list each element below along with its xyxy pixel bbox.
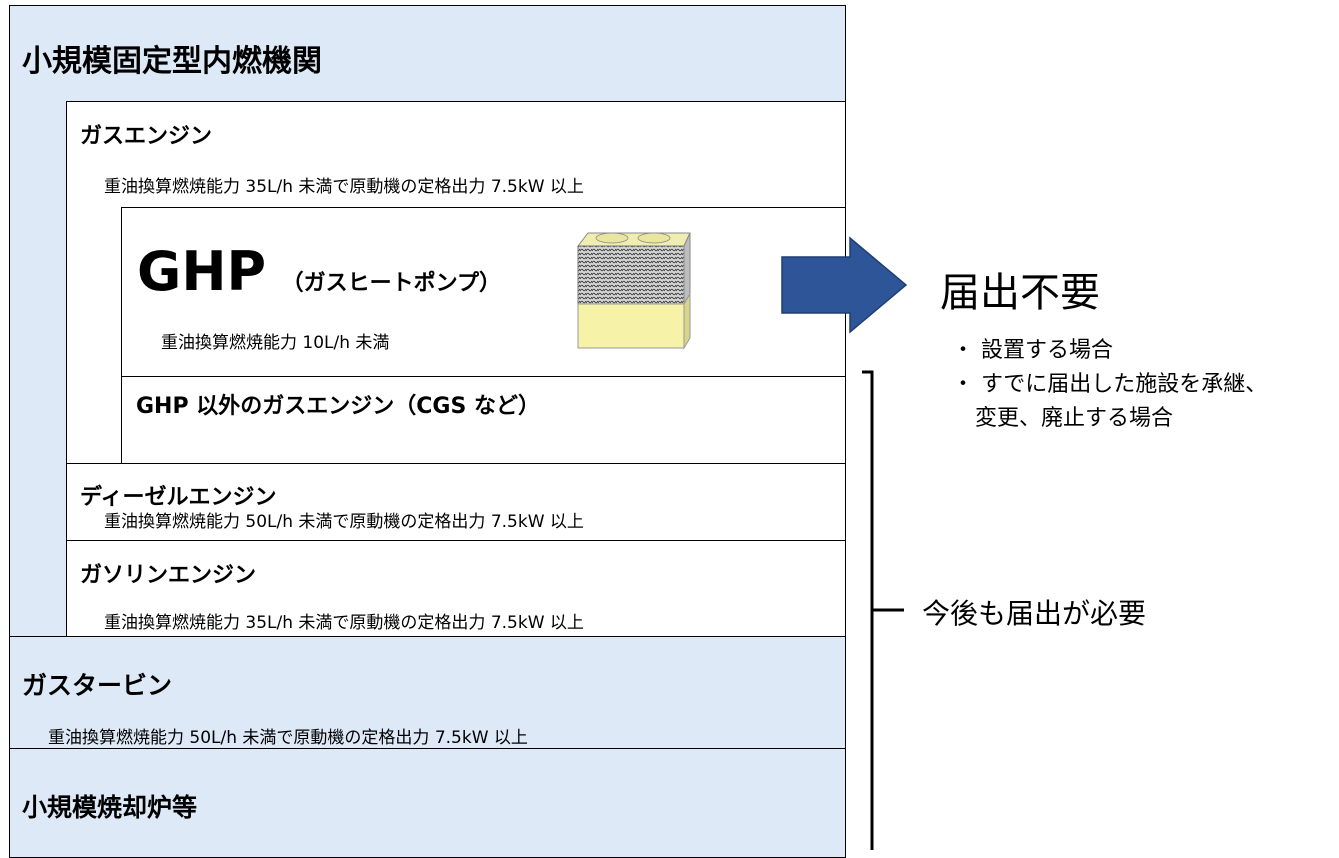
- diesel-engine-box: [66, 463, 846, 541]
- ghp-description: 重油換算燃焼能力 10L/h 未満: [161, 333, 390, 353]
- bracket: [862, 370, 904, 850]
- gas-engine-title: ガスエンジン: [80, 124, 213, 149]
- ghp-title: GHP （ガスヒートポンプ）: [137, 240, 501, 303]
- no-notification-item: ・ 設置する場合: [952, 338, 1113, 363]
- no-notification-item: 変更、廃止する場合: [975, 406, 1174, 431]
- ghp-title-main: GHP: [137, 240, 267, 303]
- gas-turbine-description: 重油換算燃焼能力 50L/h 未満で原動機の定格出力 7.5kW 以上: [48, 728, 528, 748]
- no-notification-list: ・ 設置する場合 ・ すでに届出した施設を承継、 変更、廃止する場合: [952, 334, 1267, 436]
- right-arrow-icon: [781, 236, 908, 334]
- gasoline-engine-title: ガソリンエンジン: [80, 563, 257, 588]
- ghp-title-sub: （ガスヒートポンプ）: [281, 271, 502, 296]
- small-incinerator-title: 小規模焼却炉等: [22, 793, 198, 822]
- small-fixed-combustion-engine-title: 小規模固定型内燃機関: [22, 44, 322, 79]
- notification-required-label: 今後も届出が必要: [922, 597, 1147, 630]
- non-ghp-gas-engine-box: [121, 376, 846, 464]
- gas-engine-description: 重油換算燃焼能力 35L/h 未満で原動機の定格出力 7.5kW 以上: [104, 177, 584, 197]
- no-notification-title: 届出不要: [940, 270, 1100, 316]
- gasoline-engine-box: [66, 540, 846, 637]
- diesel-engine-description: 重油換算燃焼能力 50L/h 未満で原動機の定格出力 7.5kW 以上: [104, 512, 584, 532]
- gasoline-engine-description: 重油換算燃焼能力 35L/h 未満で原動機の定格出力 7.5kW 以上: [104, 613, 584, 633]
- no-notification-item: ・ すでに届出した施設を承継、: [952, 372, 1268, 397]
- gas-turbine-box: [9, 636, 846, 749]
- non-ghp-gas-engine-title: GHP 以外のガスエンジン（CGS など）: [136, 394, 540, 419]
- gas-turbine-title: ガスタービン: [22, 671, 173, 700]
- gas-heat-pump-unit-image: [576, 232, 691, 350]
- diesel-engine-title: ディーゼルエンジン: [80, 485, 277, 510]
- small-incinerator-box: [9, 748, 846, 858]
